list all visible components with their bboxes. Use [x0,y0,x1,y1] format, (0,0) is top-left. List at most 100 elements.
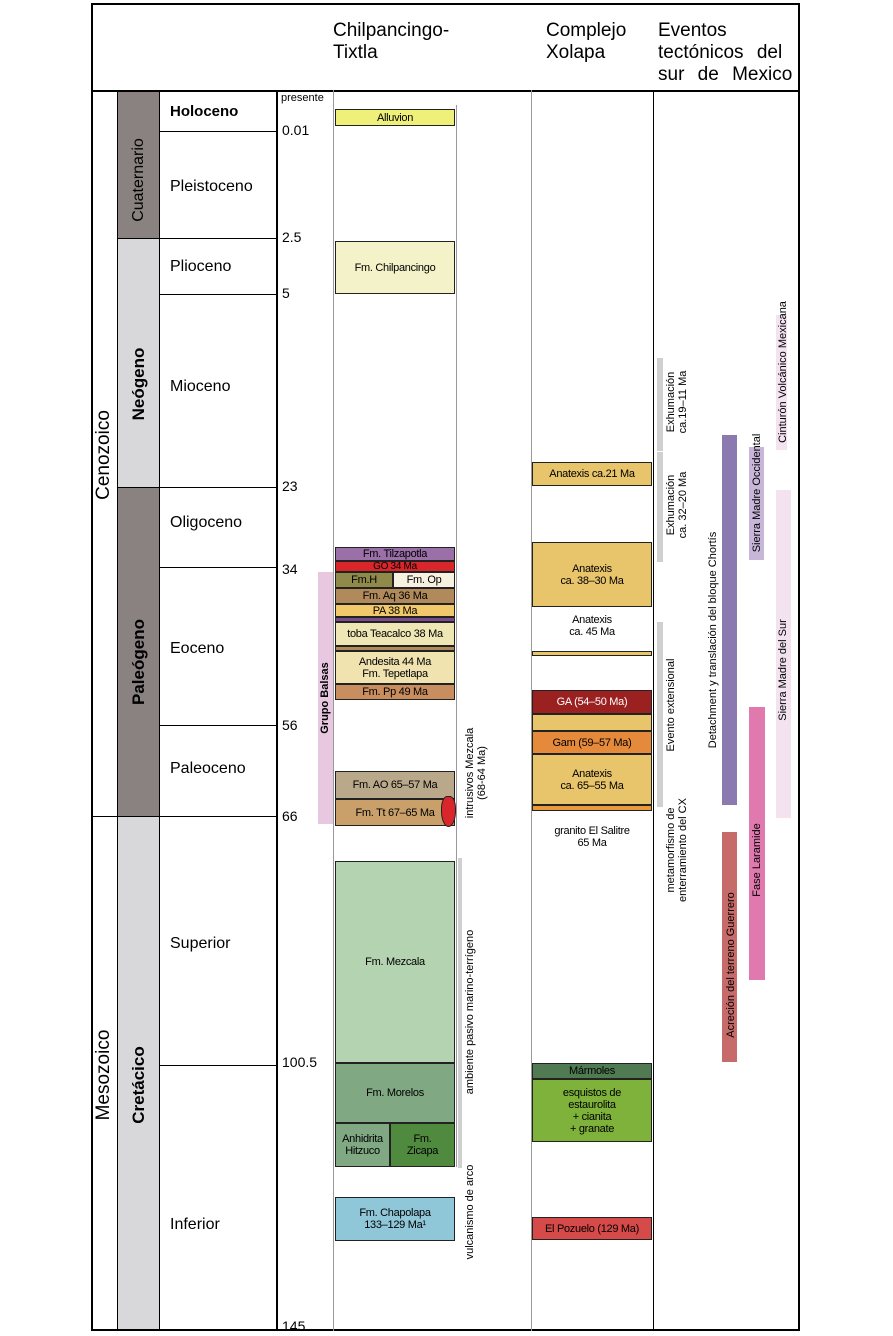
period-cretacico: Cretácico [129,1046,148,1124]
header-eventos: Eventos tectónicos del sur de Mexico [658,20,793,85]
detachment-label: Detachment y translación del bloque Chor… [707,531,719,749]
intrusivos-blob [441,796,456,827]
intrusivos-mezcala-label: intrusivos Mezcala (68-64 Ma) [464,727,488,819]
era-mesozoico: Mesozoico [93,1029,114,1121]
acrecion-bar [722,832,737,1062]
epoch-superior: Superior [170,935,231,952]
exhumacion2-label: Exhumación ca. 32–20 Ma [665,471,689,539]
boundary-superior [159,1065,277,1066]
unit-fm-chilpancingo: Fm. Chilpancingo [335,241,455,294]
unit-fm-tt: Fm. Tt 67–65 Ma [335,799,455,826]
unit-marmoles: Mármoles [532,1063,652,1079]
chilpancingo-left-border [333,90,334,1331]
unit-anhidrita: Anhidrita Hitzuco [335,1123,390,1167]
chart-frame [91,3,800,1331]
era-boundary [91,816,277,817]
period-cuaternario-cell [118,92,159,238]
cvm-bar [776,315,787,450]
age-5: 5 [282,285,290,301]
acrecion-label: Acreción del terreno Guerrero [725,892,737,1038]
sms-bar [776,490,791,818]
detachment-bar [722,435,737,805]
xolapa-right-border [653,90,654,1331]
age-presente: presente [281,92,324,104]
unit-fm-morelos: Fm. Morelos [335,1063,455,1123]
smo-bar [749,447,764,560]
unit-andesita-label: Andesita 44 Ma [358,655,432,668]
header-chilpancingo: Chilpancingo- Tixtla [333,20,450,63]
boundary-eoceno [159,725,277,726]
unit-anatexis-45-line [532,651,652,656]
epoch-pleistoceno: Pleistoceno [170,178,253,195]
grupo-balsas-label: Grupo Balsas [319,662,331,734]
epoch-inferior: Inferior [170,1216,220,1233]
unit-fm-zicapa: Fm. Zicapa [390,1123,455,1167]
unit-gam: Gam (59–57 Ma) [532,731,652,754]
xolapa-left-border [531,90,532,1331]
exhumacion1-label: Exhumación ca.19–11 Ma [665,370,689,434]
age-2-5: 2.5 [282,229,302,245]
unit-thin-brown [335,646,455,651]
exhumacion1-bar [657,358,663,451]
boundary-pleistoceno [118,238,277,239]
unit-anatexis-38-30: Anatexis ca. 38–30 Ma [532,542,652,607]
exhumacion2-bar [657,452,663,562]
epoch-right-border [276,90,278,1331]
unit-anatexis-fill [532,714,652,731]
metamorfismo-label: metamorfismo de enterramiento del CX [665,798,689,902]
epoch-oligoceno: Oligoceno [170,514,243,531]
unit-fm-chapolapa: Fm. Chapolapa 133–129 Ma¹ [335,1197,455,1241]
sms-label: Sierra Madre del Sur [777,619,789,721]
cvm-label: Cinturón Volcánico Mexicana [777,301,789,443]
unit-fm-h: Fm.H [335,572,393,588]
unit-toba-teacalco: toba Teacalco 38 Ma [335,622,455,646]
unit-salitre-line [532,805,652,811]
age-100-5: 100.5 [282,1054,318,1070]
unit-ga: GA (54–50 Ma) [532,690,652,714]
epoch-eoceno: Eoceno [170,640,225,657]
unit-fm-aq: Fm. Aq 36 Ma [335,588,455,604]
grupo-balsas-bar [318,572,333,824]
unit-anatexis-45: Anatexis ca. 45 Ma [532,610,652,642]
ambiente-label: ambiente pasivo marino-terrígeno [464,929,476,1095]
unit-esquistos: esquistos de estaurolita + cianita + gra… [532,1079,652,1142]
period-paleogeno: Paleógeno [129,619,148,705]
period-paleogeno-cell [118,487,159,816]
unit-fm-tilzapotla: Fm. Tilzapotla [335,547,455,561]
boundary-holoceno [159,131,277,132]
header-divider [91,90,800,92]
epoch-left-border [159,90,160,1331]
unit-pa: PA 38 Ma [335,604,455,617]
age-34: 34 [282,561,298,577]
epoch-holoceno: Holoceno [170,103,239,120]
epoch-plioceno: Plioceno [170,258,232,275]
laramide-bar [749,707,765,980]
age-23: 23 [282,478,298,494]
unit-el-pozuelo: El Pozuelo (129 Ma) [532,1217,652,1240]
era-divider [117,90,118,1331]
unit-fm-pp: Fm. Pp 49 Ma [335,684,455,700]
unit-purple-thin [335,617,455,622]
boundary-oligoceno [159,567,277,568]
boundary-mioceno [118,487,277,488]
unit-fm-op: Fm. Op [393,572,455,588]
age-145: 145 [282,1318,306,1334]
boundary-plioceno [159,294,277,295]
chilpancingo-right-border [456,105,457,1167]
unit-salitre-label: granito El Salitre 65 Ma [532,823,652,851]
ambiente-bar [458,858,462,1168]
period-cretacico-cell [118,817,159,1329]
header-xolapa: Complejo Xolapa [546,20,627,63]
epoch-paleoceno: Paleoceno [170,760,246,777]
age-0-01: 0.01 [282,122,310,138]
extensional-bar [657,622,663,807]
unit-fm-mezcala: Fm. Mezcala [335,861,455,1063]
age-56: 56 [282,717,298,733]
vulcanismo-label: vulcanismo de arco [464,1164,476,1260]
epoch-mioceno: Mioceno [170,378,231,395]
unit-alluvion: Alluvion [335,109,455,126]
age-66: 66 [282,808,298,824]
unit-anatexis-21: Anatexis ca.21 Ma [532,462,652,486]
smo-label: Sierra Madre Occidental [751,433,763,553]
period-cuaternario: Cuaternario [130,138,147,222]
